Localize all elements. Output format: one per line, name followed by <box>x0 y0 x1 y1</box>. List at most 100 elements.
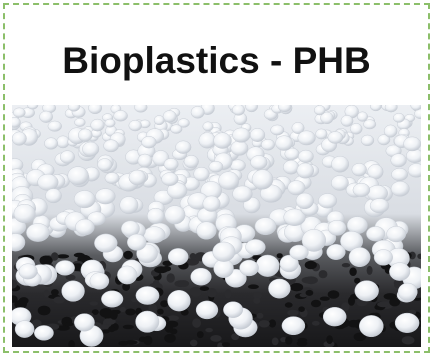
white-pellet <box>326 244 346 260</box>
white-pellet <box>119 196 139 215</box>
white-pellet <box>135 286 160 305</box>
white-pellet <box>104 172 120 184</box>
dark-grain <box>348 296 355 306</box>
white-pellet <box>232 105 245 116</box>
white-pellet <box>407 163 421 178</box>
white-pellet <box>89 272 110 290</box>
dark-grain <box>91 309 99 315</box>
dark-grain <box>247 284 259 289</box>
white-pellet <box>351 163 367 177</box>
white-pellet <box>313 105 326 116</box>
white-pellet <box>363 119 377 130</box>
dark-grain <box>43 289 50 298</box>
dark-grain <box>366 265 373 275</box>
white-pellet <box>349 123 363 135</box>
dark-grain <box>73 252 85 258</box>
white-pellet <box>255 254 280 277</box>
dark-grain <box>389 297 401 307</box>
dark-grain <box>148 303 158 313</box>
white-pellet <box>37 173 59 191</box>
dark-grain <box>353 332 366 342</box>
dark-grain <box>164 333 176 343</box>
white-pellet <box>175 140 192 154</box>
white-pellet <box>14 320 35 338</box>
white-pellet <box>117 265 138 285</box>
dark-grain <box>326 335 333 344</box>
dark-grain <box>37 305 51 316</box>
white-pellet <box>249 128 266 142</box>
white-pellet <box>167 248 189 266</box>
dark-grain <box>311 320 320 326</box>
dark-grain <box>51 289 59 296</box>
dark-grain <box>258 320 270 328</box>
white-pellet <box>298 149 314 163</box>
white-pellet <box>44 137 59 150</box>
dark-grain <box>284 302 293 308</box>
white-pellet <box>75 218 95 236</box>
white-pellet <box>196 221 217 240</box>
white-pellet <box>268 278 291 299</box>
dark-grain <box>417 253 421 259</box>
white-pellet <box>377 134 391 146</box>
dark-grain <box>143 335 153 346</box>
white-pellet <box>18 263 38 280</box>
white-pellet <box>190 267 212 286</box>
white-pellet <box>163 158 179 171</box>
white-pellet <box>208 160 224 173</box>
dark-grain <box>177 280 190 288</box>
dark-grain <box>122 282 130 291</box>
white-pellet <box>170 124 183 134</box>
dark-grain <box>341 263 351 268</box>
white-pellet <box>164 205 186 225</box>
white-pellet <box>370 105 382 112</box>
dark-grain <box>253 291 263 299</box>
white-pellet <box>278 105 292 113</box>
white-pellet <box>67 166 89 186</box>
white-pellet <box>88 105 103 115</box>
dark-grain <box>231 333 240 341</box>
white-pellet <box>393 112 405 123</box>
dark-grain <box>160 300 169 308</box>
white-pellet <box>386 226 407 243</box>
white-pellet <box>373 249 393 266</box>
white-pellet <box>67 105 81 112</box>
white-pellet <box>232 185 253 203</box>
white-pellet <box>275 135 293 151</box>
white-pellet <box>360 134 375 147</box>
white-pellet <box>167 290 191 312</box>
white-pellet <box>213 132 232 149</box>
white-pellet <box>251 169 274 190</box>
white-pellet <box>143 226 166 244</box>
dark-grain <box>122 324 134 330</box>
dark-grain <box>56 254 70 259</box>
dark-grain <box>356 301 368 307</box>
white-pellet <box>95 188 116 205</box>
dark-grain <box>125 340 138 345</box>
dark-grain <box>154 266 169 274</box>
white-pellet <box>113 110 128 122</box>
dark-grain <box>56 325 70 331</box>
white-pellet <box>177 118 190 128</box>
dark-grain <box>119 306 126 313</box>
white-pellet <box>282 159 300 175</box>
white-pellet <box>141 136 157 149</box>
white-pellet <box>12 233 26 252</box>
white-pellet <box>97 158 113 172</box>
white-pellet <box>128 119 142 132</box>
white-pellet <box>320 111 334 125</box>
dark-grain <box>327 290 340 299</box>
white-pellet <box>291 122 305 134</box>
white-pellet <box>94 233 118 253</box>
pellets-photo-svg <box>12 105 421 347</box>
dark-grain <box>301 276 316 284</box>
white-pellet <box>281 316 306 336</box>
dark-grain <box>221 342 231 347</box>
white-pellet <box>161 172 179 186</box>
white-pellet <box>394 312 420 333</box>
white-pellet <box>34 325 54 341</box>
dark-grain <box>401 336 415 345</box>
dark-grain <box>125 308 136 316</box>
dark-grain <box>304 260 317 270</box>
white-pellet <box>78 128 93 142</box>
white-pellet <box>348 247 371 268</box>
